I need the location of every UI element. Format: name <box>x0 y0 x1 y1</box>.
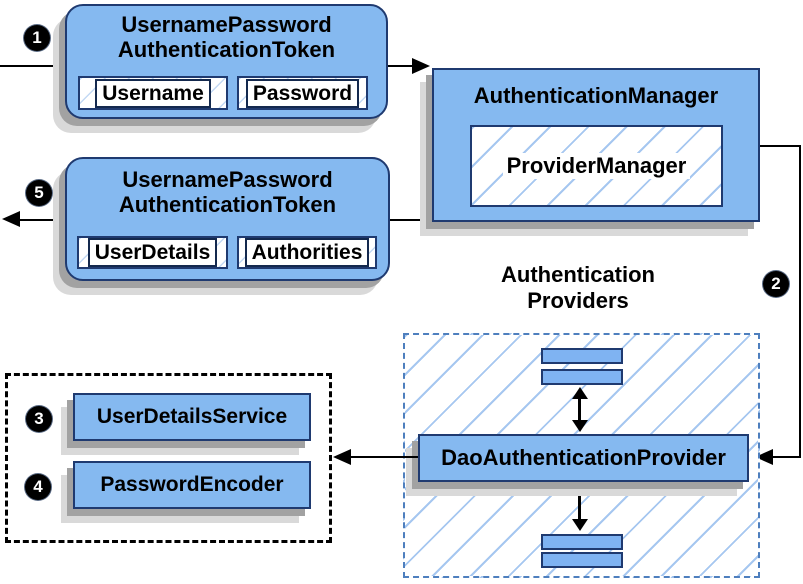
authorities-field: Authorities <box>237 236 377 269</box>
provider-manager-label: ProviderManager <box>502 153 691 179</box>
result-token-title: UsernamePassword AuthenticationToken <box>67 159 388 217</box>
connector-manager-to-result-line <box>388 219 434 221</box>
double-arrow-icon <box>572 387 588 432</box>
other-provider-bar <box>541 552 623 568</box>
step-3-badge: 3 <box>26 406 52 432</box>
password-field-label: Password <box>245 78 360 108</box>
request-token-title-line2: AuthenticationToken <box>117 37 336 62</box>
dao-authentication-provider-label: DaoAuthenticationProvider <box>441 445 726 470</box>
result-token-title-line2: AuthenticationToken <box>118 192 337 217</box>
provider-manager-node: ProviderManager <box>470 125 723 207</box>
other-provider-bar <box>541 348 623 364</box>
request-token-node: UsernamePassword AuthenticationToken Use… <box>65 4 388 119</box>
authentication-providers-heading: Authentication Providers <box>450 262 706 314</box>
request-token-title: UsernamePassword AuthenticationToken <box>67 6 386 62</box>
arrowhead-result-out-icon <box>2 211 20 227</box>
request-token-title-line1: UsernamePassword <box>121 12 332 37</box>
result-token-node: UsernamePassword AuthenticationToken Use… <box>65 157 390 281</box>
dao-authentication-provider-node: DaoAuthenticationProvider <box>418 434 749 482</box>
user-details-service-label: UserDetailsService <box>96 405 288 428</box>
services-container <box>5 373 332 543</box>
connector-manager-down-line <box>799 145 801 458</box>
authentication-providers-heading-line1: Authentication <box>501 262 655 287</box>
connector-dao-to-services-line <box>346 456 418 458</box>
connector-incoming-line <box>0 65 66 67</box>
password-field: Password <box>237 76 368 110</box>
username-field-label: Username <box>95 78 211 108</box>
arrowhead-to-authentication-manager-icon <box>412 58 430 74</box>
password-encoder-label: PasswordEncoder <box>100 473 284 496</box>
other-provider-bar <box>541 369 623 385</box>
user-details-field: UserDetails <box>77 236 228 269</box>
user-details-field-label: UserDetails <box>87 238 218 267</box>
step-1-badge: 1 <box>24 25 50 51</box>
step-5-badge: 5 <box>26 180 52 206</box>
authentication-providers-heading-line2: Providers <box>527 288 629 313</box>
connector-token-to-manager-line <box>388 65 414 67</box>
double-arrow-icon <box>572 483 588 531</box>
user-details-service-node: UserDetailsService <box>73 393 311 441</box>
connector-result-out-line <box>19 219 66 221</box>
connector-into-dao-line <box>773 456 801 458</box>
other-provider-bar <box>541 534 623 550</box>
authentication-manager-node: AuthenticationManager ProviderManager <box>432 68 760 222</box>
step-4-badge: 4 <box>25 474 51 500</box>
step-2-badge: 2 <box>763 271 789 297</box>
username-field: Username <box>78 76 228 110</box>
result-token-title-line1: UsernamePassword <box>122 167 333 192</box>
arrowhead-to-services-icon <box>333 449 351 465</box>
authorities-field-label: Authorities <box>244 238 370 267</box>
password-encoder-node: PasswordEncoder <box>73 461 311 509</box>
connector-manager-right-line <box>760 145 801 147</box>
authentication-manager-title: AuthenticationManager <box>473 83 719 108</box>
